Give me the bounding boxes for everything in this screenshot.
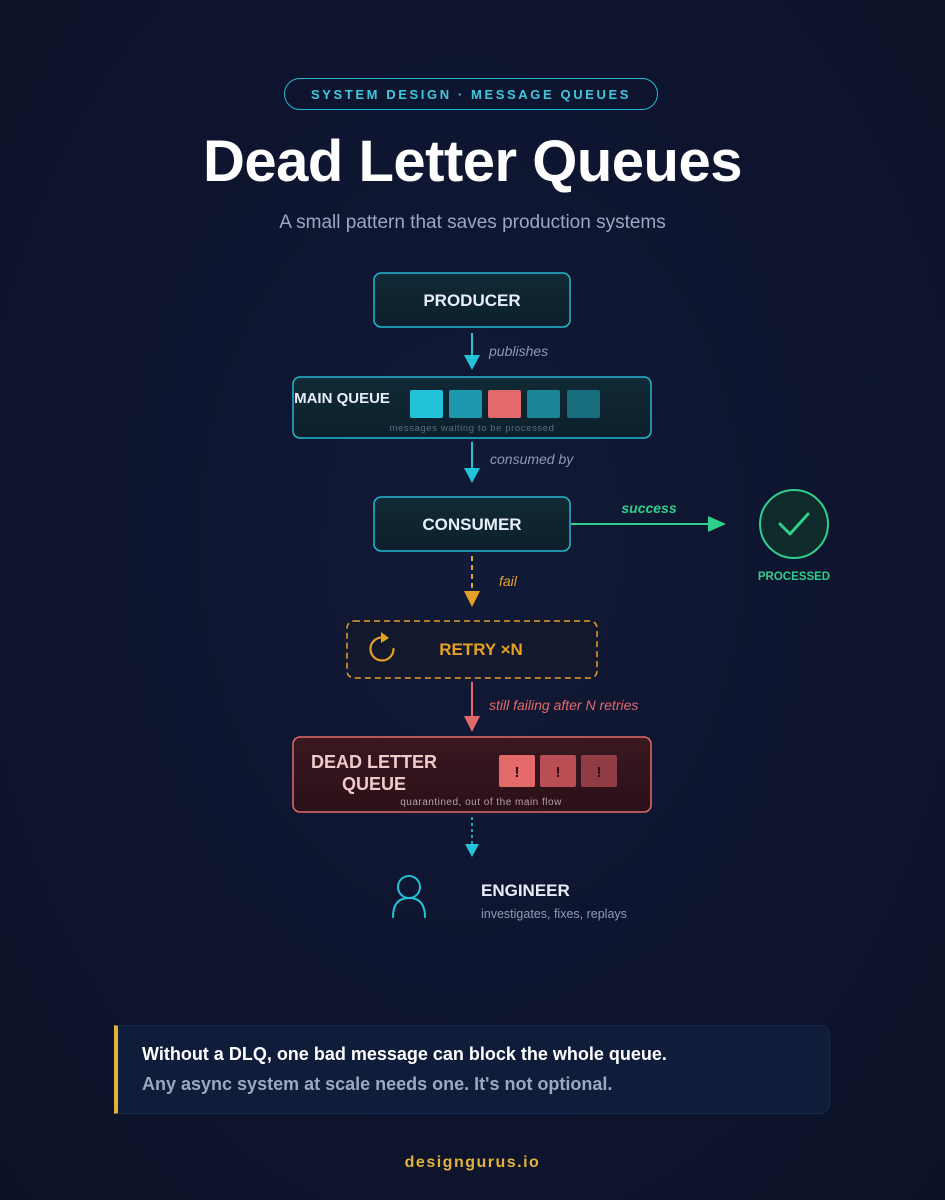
main-queue-caption: messages waiting to be processed [390,423,555,434]
dlq-message-marker: ! [515,764,520,781]
consumed-by-arrow [464,442,480,483]
retry-label: RETRY ×N [439,640,523,659]
queue-message [410,390,443,418]
queue-message [449,390,482,418]
consumer-node: CONSUMER [373,496,571,552]
page-title: Dead Letter Queues [203,129,742,194]
dlq-caption: quarantined, out of the main flow [400,797,562,808]
queue-message-bad [488,390,521,418]
footer-brand: designgurus.io [404,1154,541,1171]
engineer-label: ENGINEER [481,881,570,900]
page-subtitle: A small pattern that saves production sy… [279,212,666,233]
still-failing-label: still failing after N retries [489,697,638,713]
callout-line2: Any async system at scale needs one. It'… [142,1074,613,1094]
engineer-caption: investigates, fixes, replays [481,907,627,921]
dlq-message-marker: ! [556,764,561,781]
main-queue-label: MAIN QUEUE [294,390,390,407]
dlq-message-marker: ! [597,764,602,781]
dlq-message [540,755,576,787]
fail-label: fail [499,573,518,589]
retry-node: RETRY ×N [346,620,598,679]
processed-label: PROCESSED [758,571,830,583]
flow-diagram: PRODUCER publishes MAIN QUEUE messages w… [292,272,830,921]
callout-line1: Without a DLQ, one bad message can block… [142,1044,667,1064]
engineer-arrow [465,817,479,857]
dlq-message [499,755,535,787]
dead-letter-queue-node: DEAD LETTER QUEUE ! ! ! quarantined, out… [292,736,652,813]
queue-message [527,390,560,418]
publishes-arrow [464,333,480,370]
engineer-icon [392,875,426,918]
queue-message [567,390,600,418]
fail-arrow [464,556,480,607]
consumer-label: CONSUMER [422,515,521,534]
key-takeaway-callout: Without a DLQ, one bad message can block… [114,1025,830,1114]
retry-icon [369,632,395,662]
still-failing-arrow [464,682,480,732]
consumed-by-label: consumed by [490,451,574,467]
success-label: success [621,500,676,516]
main-queue-node: MAIN QUEUE messages waiting to be proces… [292,376,652,439]
dlq-message [581,755,617,787]
category-tag: SYSTEM DESIGN · MESSAGE QUEUES [284,78,658,110]
producer-label: PRODUCER [423,291,520,310]
success-arrow [571,516,726,532]
dlq-label-line2: QUEUE [342,774,406,794]
processed-check-icon [759,489,829,559]
publishes-label: publishes [488,343,548,359]
producer-node: PRODUCER [373,272,571,328]
dlq-label-line1: DEAD LETTER [311,752,437,772]
